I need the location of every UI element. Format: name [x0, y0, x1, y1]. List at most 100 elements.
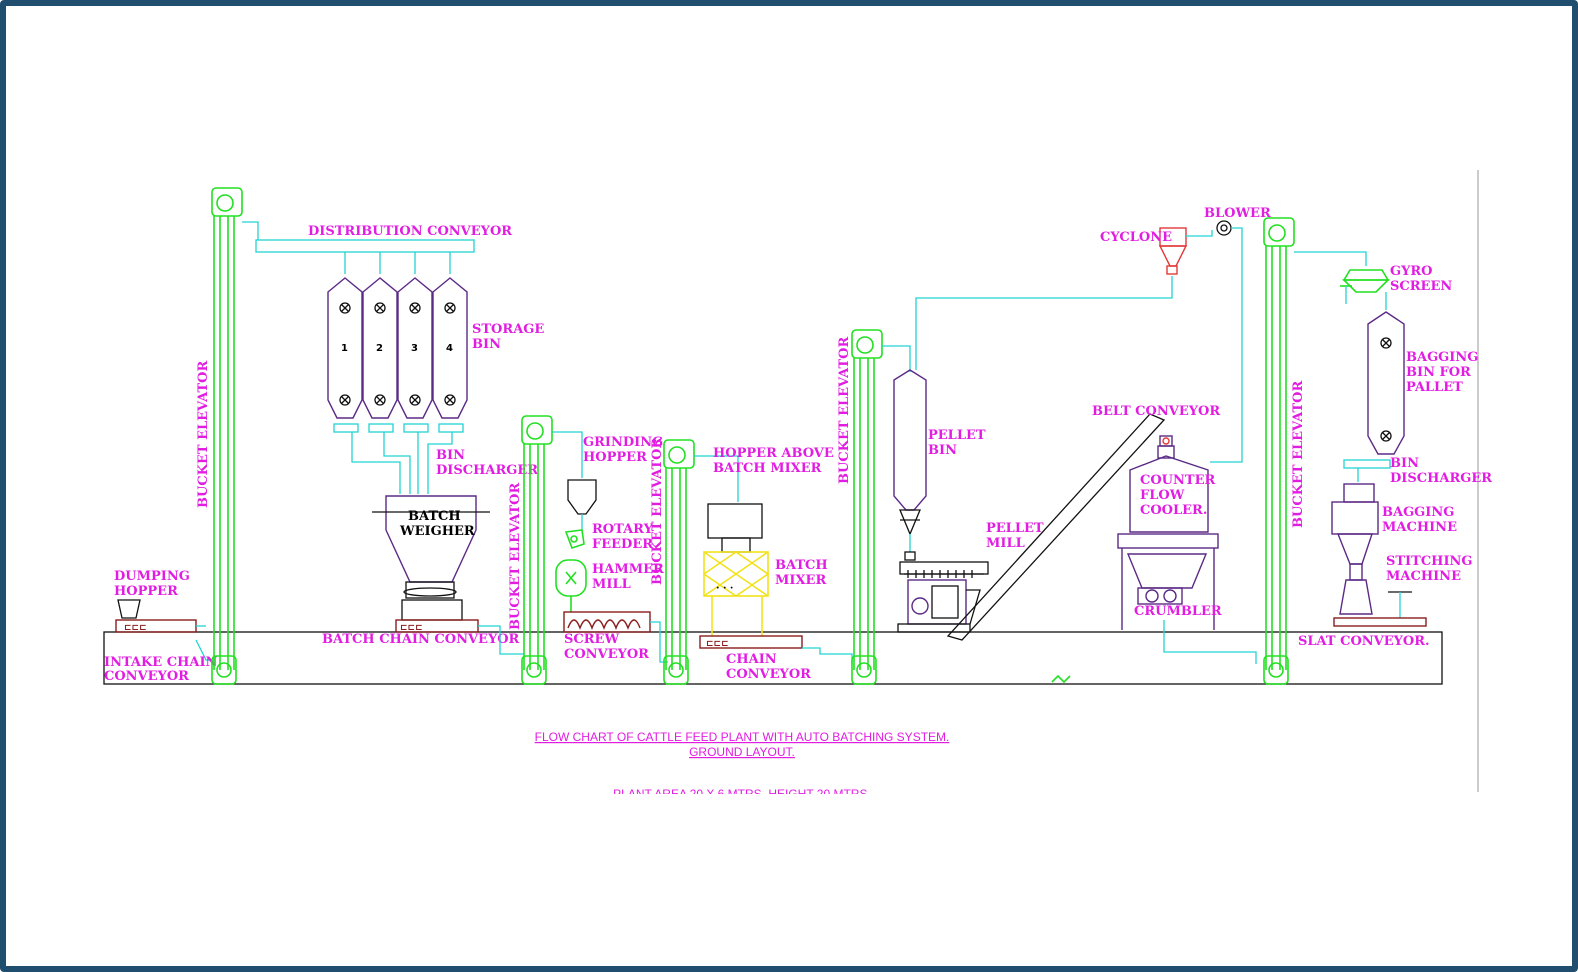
- footer-title-line-1: FLOW CHART OF CATTLE FEED PLANT WITH AUT…: [535, 730, 950, 744]
- svg-text:⊏⊏⊏: ⊏⊏⊏: [400, 623, 423, 633]
- storage-bins: [327, 277, 468, 419]
- grinding-hopper-label-2: HOPPER: [583, 450, 647, 465]
- cyclone: [1158, 227, 1213, 275]
- slat-conveyor: [1333, 617, 1427, 627]
- bucket-elevator-5: [1263, 217, 1295, 685]
- rotary-feeder-label-2: FEEDER: [592, 537, 653, 552]
- pellet-bin-cyclone-duct: [915, 276, 1173, 370]
- svg-text:⊏⊏⊏: ⊏⊏⊏: [124, 623, 147, 633]
- pellet-mill: [897, 561, 989, 633]
- counter-flow-label-3: COOLER.: [1140, 503, 1207, 518]
- counter-flow-cooler: [1117, 435, 1219, 630]
- bucket-elevator-5-label: BUCKET ELEVATOR: [1291, 381, 1306, 528]
- batch-mixer-label-2: MIXER: [775, 573, 826, 588]
- pellet-mill-label-2: MILL: [986, 536, 1025, 551]
- crumbler: [1137, 587, 1257, 664]
- screw-conveyor: [563, 611, 668, 663]
- slat-conveyor-label: SLAT CONVEYOR.: [1298, 634, 1430, 649]
- dumping-hopper: ⊏⊏⊏: [115, 599, 214, 661]
- bagging-bin-label-3: PALLET: [1406, 380, 1463, 395]
- crumbler-label: CRUMBLER: [1134, 604, 1222, 619]
- batch-weigher-label-1: BATCH: [408, 509, 461, 524]
- elevator-3-discharge: [694, 455, 739, 502]
- hopper-above-batch-mixer: [707, 503, 763, 553]
- bin-number-2: 2: [376, 343, 383, 354]
- counter-flow-label-1: COUNTER: [1140, 473, 1215, 488]
- hopper-above-label-2: BATCH MIXER: [713, 461, 822, 476]
- bagging-bin-label-1: BAGGING: [1406, 350, 1478, 365]
- bin-number-1: 1: [341, 343, 348, 354]
- batch-chain-conveyor-label: BATCH CHAIN CONVEYOR: [322, 632, 520, 647]
- grinding-hopper-label-1: GRINDING: [583, 435, 663, 450]
- chain-conveyor-label-1: CHAIN: [726, 652, 777, 667]
- batch-mixer: [702, 551, 770, 636]
- bucket-elevator-1-label: BUCKET ELEVATOR: [196, 361, 211, 508]
- bagging-machine: [1331, 483, 1379, 615]
- intake-chain-label-2: CONVEYOR: [104, 669, 189, 684]
- elevator-2-discharge: [552, 431, 583, 478]
- bin-number-3: 3: [411, 343, 418, 354]
- bucket-elevator-2: [521, 415, 553, 685]
- pellet-mill-label-1: PELLET: [986, 521, 1044, 536]
- bin-discharger-label-1: BIN: [436, 448, 465, 463]
- svg-text:⊏⊏⊏: ⊏⊏⊏: [706, 639, 729, 649]
- blower: [1210, 220, 1243, 463]
- ground-floor-slab: [103, 631, 1443, 685]
- stitching-machine-label-1: STITCHING: [1386, 554, 1473, 569]
- bucket-elevator-3: [663, 439, 695, 685]
- screw-conveyor-label-1: SCREW: [564, 632, 619, 647]
- belt-conveyor: [946, 413, 1166, 641]
- storage-bin-label-1: STORAGE: [472, 322, 544, 337]
- gyro-screen-label-1: GYRO: [1390, 264, 1433, 279]
- elevator-4-discharge: [882, 345, 911, 372]
- bucket-elevator-4-label: BUCKET ELEVATOR: [837, 337, 852, 484]
- batch-chain-to-elevator-2: [478, 625, 524, 655]
- blower-label: BLOWER: [1204, 206, 1271, 221]
- bucket-elevator-2-label: BUCKET ELEVATOR: [508, 483, 523, 630]
- chain-conveyor-label-2: CONVEYOR: [726, 667, 811, 682]
- distribution-drops: [344, 252, 451, 274]
- storage-bin-label-2: BIN: [472, 337, 501, 352]
- counter-flow-label-2: FLOW: [1140, 488, 1185, 503]
- batch-mixer-dots: · · ·: [716, 583, 733, 594]
- footer-title-line-2: GROUND LAYOUT.: [689, 745, 795, 759]
- belt-conveyor-label: BELT CONVEYOR: [1092, 404, 1220, 419]
- grinding-hopper: [567, 479, 597, 530]
- bin-discharger-2-label-2: DISCHARGER: [1390, 471, 1492, 486]
- pellet-bin: [893, 369, 927, 561]
- pellet-bin-label-1: PELLET: [928, 428, 986, 443]
- batch-weigher-label-2: WEIGHER: [399, 524, 475, 539]
- hammer-mill-label-1: HAMMER: [592, 562, 664, 577]
- distribution-conveyor: [255, 239, 475, 253]
- bin-discharger-label-2: DISCHARGER: [436, 463, 538, 478]
- rotary-feeder: [564, 529, 585, 550]
- distribution-conveyor-label: DISTRIBUTION CONVEYOR: [308, 224, 512, 239]
- footer-title-line-3: PLANT AREA 20 X 6 MTRS. HEIGHT 20 MTRS.: [613, 787, 871, 801]
- bucket-elevator-1: [211, 187, 243, 685]
- pellet-bin-label-2: BIN: [928, 443, 957, 458]
- cyclone-label: CYCLONE: [1100, 230, 1172, 245]
- batch-mixer-label-1: BATCH: [775, 558, 828, 573]
- bagging-bin-label-2: BIN FOR: [1406, 365, 1471, 380]
- rotary-feeder-label-1: ROTARY: [592, 522, 654, 537]
- bucket-elevator-4: [851, 329, 883, 685]
- elevator-1-discharge-chute: [242, 221, 259, 240]
- gyro-screen-label-2: SCREEN: [1390, 279, 1452, 294]
- hammer-mill-label-2: MILL: [592, 577, 631, 592]
- stitching-machine-label-2: MACHINE: [1386, 569, 1461, 584]
- dumping-hopper-label-1: DUMPING: [114, 569, 190, 584]
- gyro-screen: [1340, 269, 1390, 310]
- intake-chain-label-1: INTAKE CHAIN: [104, 655, 218, 670]
- bagging-machine-label-1: BAGGING: [1382, 505, 1454, 520]
- screw-conveyor-label-2: CONVEYOR: [564, 647, 649, 662]
- bin-dischargers: [333, 423, 464, 494]
- bin-number-4: 4: [446, 343, 453, 354]
- elevator-5-discharge: [1294, 251, 1367, 266]
- bagging-bin: [1343, 311, 1405, 482]
- floor-mark: [1051, 674, 1071, 684]
- hopper-above-label-1: HOPPER ABOVE: [713, 446, 834, 461]
- stitching-machine: [1388, 591, 1412, 618]
- bin-discharger-2-label-1: BIN: [1390, 456, 1419, 471]
